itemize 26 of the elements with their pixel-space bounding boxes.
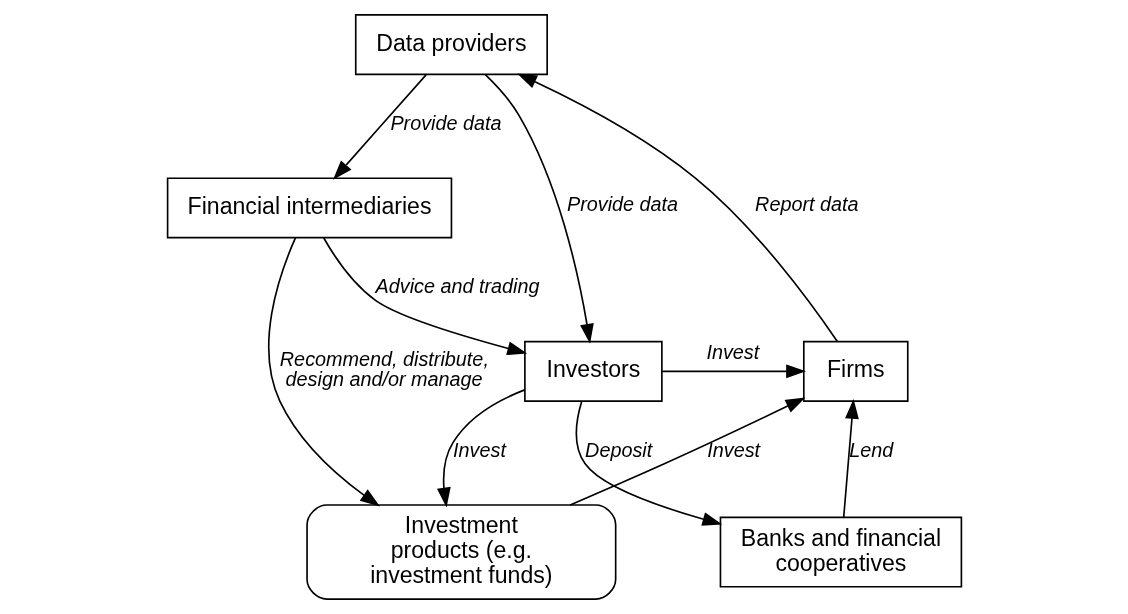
arrow bbox=[568, 397, 805, 506]
node-box: Data providers bbox=[354, 14, 548, 76]
node-box: Firms bbox=[802, 340, 909, 402]
node-box: Financial intermediaries bbox=[166, 177, 452, 239]
edge-label: Invest bbox=[705, 341, 759, 364]
edge-label: Provide data bbox=[566, 193, 678, 216]
arrow bbox=[575, 400, 722, 526]
edge-label: Deposit bbox=[584, 438, 652, 461]
arrow bbox=[436, 389, 525, 508]
arrow bbox=[661, 364, 806, 379]
edge-label: Advice and trading bbox=[375, 275, 540, 298]
edge-label: Lend bbox=[848, 438, 893, 461]
edge-label: Invest bbox=[706, 438, 760, 461]
edge-label: Recommend, distribute, design and/or manage bbox=[279, 347, 489, 390]
node-box: Investors bbox=[523, 340, 663, 402]
arrow bbox=[332, 74, 427, 180]
node-box: Investment products (e.g. investment funds) bbox=[305, 504, 616, 600]
arrow bbox=[516, 73, 838, 343]
arrow bbox=[322, 237, 527, 356]
arrow bbox=[484, 73, 594, 344]
edge-label: Report data bbox=[754, 193, 859, 216]
node-box: Banks and financial cooperatives bbox=[719, 516, 962, 588]
arrow bbox=[842, 399, 859, 518]
edge-label: Invest bbox=[452, 438, 506, 461]
edge-label: Provide data bbox=[389, 111, 502, 134]
arrow bbox=[267, 236, 380, 507]
